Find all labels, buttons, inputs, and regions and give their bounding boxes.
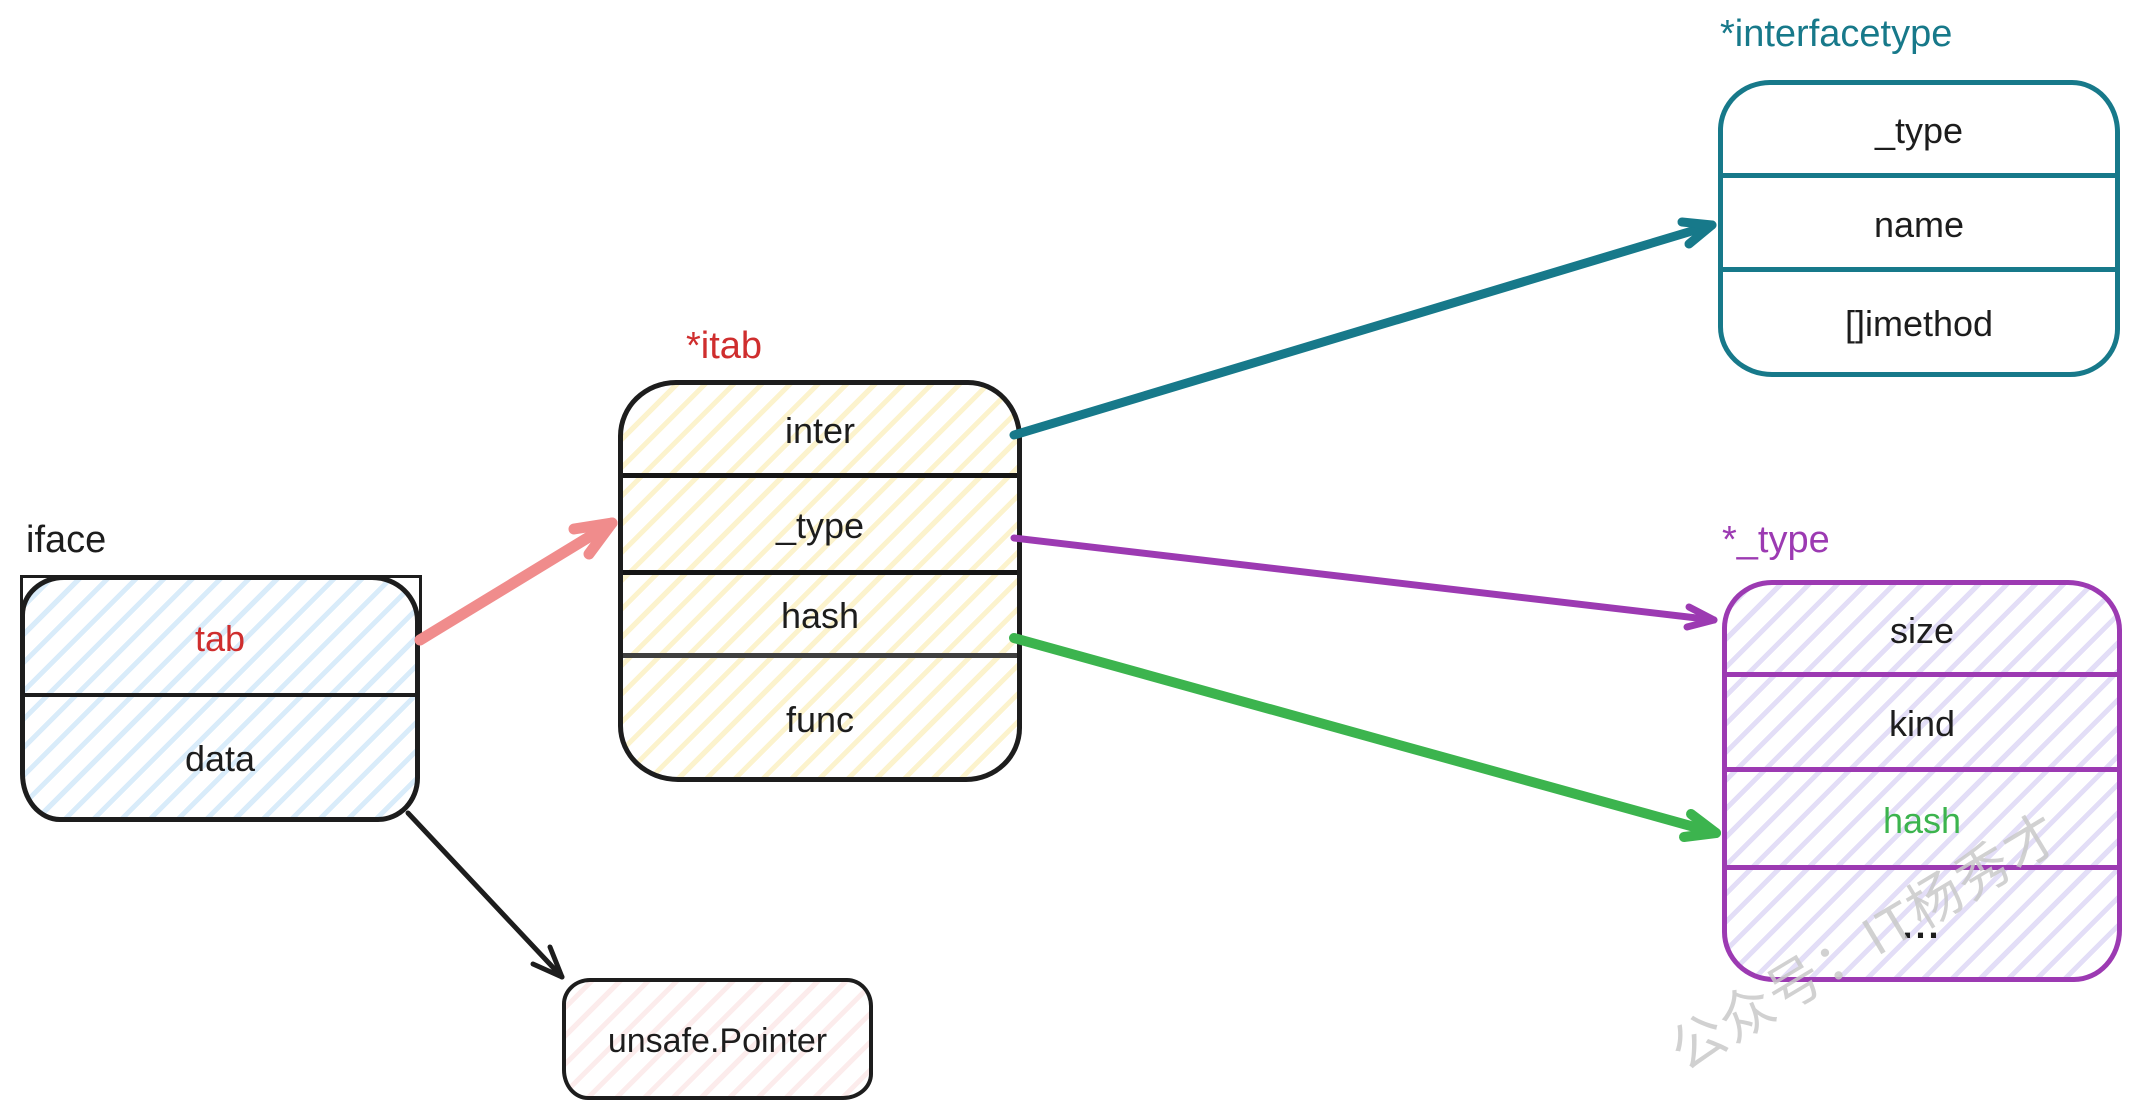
iface-field-tab-label: tab	[194, 617, 246, 659]
interfacetype-label: *interfacetype	[1720, 13, 1953, 55]
interfacetype-field-type: _type	[1723, 85, 2115, 178]
interfacetype-field-name: name	[1723, 178, 2115, 272]
iface-sharp-corner-rect	[20, 575, 422, 640]
arrow-itab-hash-to-type-struct-hash	[1009, 633, 1721, 842]
itab-struct-box: inter _type hash func	[618, 380, 1022, 782]
arrow-itab-inter-to-interfacetype	[1009, 217, 1717, 440]
type-field-size-label: size	[1889, 609, 1955, 651]
itab-label: *itab	[686, 325, 763, 367]
interfacetype-field-type-label: _type	[1874, 110, 1964, 151]
arrow-iface-tab-to-itab	[414, 517, 618, 646]
type-field-ellipsis-label: ...	[1902, 904, 1942, 946]
itab-field-func: func	[623, 658, 1017, 777]
itab-field-type-label: _type	[775, 505, 865, 546]
type-field-hash: hash	[1727, 772, 2117, 870]
type-field-kind-label: kind	[1888, 703, 1956, 744]
unsafe-pointer-label: unsafe.Pointer	[607, 1021, 828, 1060]
interfacetype-field-imethod: []imethod	[1723, 272, 2115, 372]
itab-field-hash-label: hash	[780, 595, 860, 636]
itab-field-type: _type	[623, 478, 1017, 575]
itab-field-hash: hash	[623, 575, 1017, 658]
iface-struct-box: tab data	[20, 575, 422, 822]
interfacetype-field-imethod-label: []imethod	[1844, 303, 1994, 344]
iface-field-tab: tab	[25, 580, 415, 697]
iface-label: iface	[26, 519, 107, 561]
interfacetype-field-name-label: name	[1873, 203, 1965, 245]
iface-field-data-label: data	[184, 738, 256, 779]
type-field-size: size	[1727, 585, 2117, 677]
unsafe-pointer-row: unsafe.Pointer	[566, 982, 869, 1096]
arrow-iface-data-to-unsafe-pointer	[405, 810, 565, 980]
type-struct-label: *_type	[1722, 519, 1830, 561]
itab-field-func-label: func	[785, 698, 855, 740]
arrow-itab-type-to-type-struct	[1010, 534, 1718, 631]
type-field-kind: kind	[1727, 677, 2117, 772]
unsafe-pointer-box: unsafe.Pointer	[562, 978, 873, 1100]
iface-field-data: data	[25, 697, 415, 817]
itab-field-inter: inter	[623, 385, 1017, 478]
type-struct-box: size kind hash ...	[1722, 580, 2122, 982]
type-field-ellipsis: ...	[1727, 870, 2117, 977]
itab-field-inter-label: inter	[784, 410, 856, 451]
type-field-hash-label: hash	[1882, 799, 1962, 841]
interfacetype-struct-box: _type name []imethod	[1718, 80, 2120, 377]
